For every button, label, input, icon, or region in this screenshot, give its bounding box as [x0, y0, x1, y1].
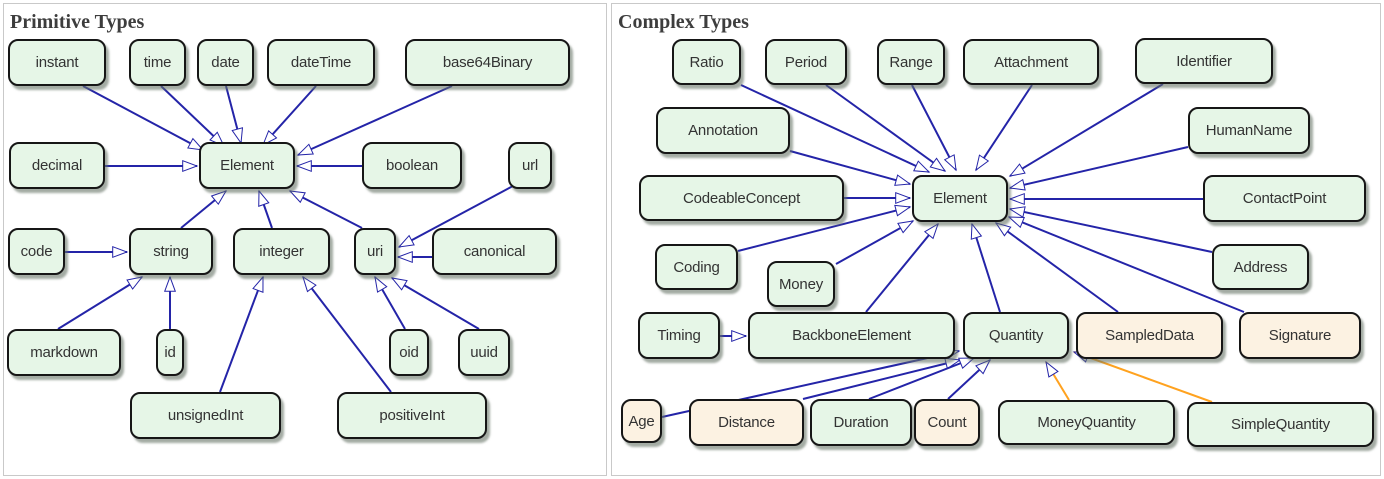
node-unsignedint[interactable]: unsignedInt	[130, 392, 281, 439]
rel-duration-quantity	[868, 357, 976, 400]
rel-quantity-element	[970, 222, 1001, 313]
rel-oid-uri	[374, 275, 406, 330]
rel-annotation-element	[789, 150, 912, 186]
node-canonical[interactable]: canonical	[432, 228, 557, 275]
rel-humanname-element	[1008, 146, 1189, 191]
node-signature[interactable]: Signature	[1239, 312, 1361, 359]
node-ratio[interactable]: Ratio	[672, 39, 741, 85]
node-sampleddata[interactable]: SampledData	[1076, 312, 1223, 359]
node-uuid[interactable]: uuid	[458, 329, 510, 376]
node-instant[interactable]: instant	[8, 39, 106, 86]
node-base64binary[interactable]: base64Binary	[405, 39, 570, 86]
rel-moneyquantity-quantity	[1045, 360, 1070, 401]
node-date[interactable]: date	[197, 39, 254, 86]
node-quantity[interactable]: Quantity	[963, 312, 1069, 359]
rel-coding-element	[737, 204, 912, 252]
rel-address-element	[1008, 206, 1213, 253]
node-age[interactable]: Age	[621, 399, 662, 443]
node-markdown[interactable]: markdown	[7, 329, 121, 376]
rel-signature-element	[1007, 216, 1245, 313]
node-annotation[interactable]: Annotation	[656, 107, 790, 154]
node-decimal[interactable]: decimal	[9, 142, 105, 189]
node-coding[interactable]: Coding	[655, 244, 738, 290]
node-code[interactable]: code	[8, 228, 65, 275]
node-duration[interactable]: Duration	[810, 399, 912, 446]
node-codeableconcept[interactable]: CodeableConcept	[639, 175, 844, 221]
node-time[interactable]: time	[129, 39, 186, 86]
rel-time-element	[160, 85, 226, 147]
node-element-primitive[interactable]: Element	[199, 142, 295, 189]
rel-string-element	[180, 190, 228, 229]
rel-date-element	[225, 85, 244, 145]
rel-simplequantity-quantity	[1072, 351, 1213, 403]
rel-ratio-element	[740, 84, 931, 173]
node-identifier[interactable]: Identifier	[1135, 38, 1273, 84]
node-count[interactable]: Count	[914, 399, 980, 446]
node-id[interactable]: id	[156, 329, 184, 376]
node-boolean[interactable]: boolean	[362, 142, 462, 189]
rel-range-element	[911, 84, 957, 172]
rel-backboneelement-element	[865, 222, 939, 313]
node-oid[interactable]: oid	[389, 329, 429, 376]
node-positiveint[interactable]: positiveInt	[337, 392, 487, 439]
node-money[interactable]: Money	[767, 261, 835, 307]
rel-uuid-uri	[390, 277, 480, 330]
rel-attachment-element	[975, 84, 1033, 172]
node-address[interactable]: Address	[1212, 244, 1309, 290]
node-simplequantity[interactable]: SimpleQuantity	[1187, 402, 1374, 447]
primitive-types-title: Primitive Types	[10, 11, 145, 33]
rel-uri-element	[288, 190, 363, 229]
rel-markdown-string	[57, 276, 144, 330]
node-backboneelement[interactable]: BackboneElement	[748, 312, 955, 359]
node-moneyquantity[interactable]: MoneyQuantity	[998, 400, 1175, 445]
node-distance[interactable]: Distance	[689, 399, 804, 446]
node-datetime[interactable]: dateTime	[267, 39, 375, 86]
rel-instant-element	[82, 85, 205, 151]
node-timing[interactable]: Timing	[638, 312, 720, 359]
rel-identifier-element	[1008, 83, 1164, 177]
node-range[interactable]: Range	[877, 39, 945, 85]
node-humanname[interactable]: HumanName	[1188, 107, 1310, 154]
node-element-complex[interactable]: Element	[912, 175, 1008, 222]
node-contactpoint[interactable]: ContactPoint	[1203, 175, 1366, 222]
complex-types-title: Complex Types	[618, 11, 749, 33]
node-url[interactable]: url	[508, 142, 552, 189]
rel-period-element	[825, 84, 947, 172]
rel-positiveint-integer	[302, 275, 392, 393]
rel-money-element	[835, 220, 915, 265]
rel-count-quantity	[947, 359, 992, 400]
rel-url-uri	[397, 185, 514, 248]
rel-datetime-element	[262, 85, 317, 147]
rel-distance-quantity	[802, 357, 962, 400]
node-period[interactable]: Period	[765, 39, 847, 85]
rel-sampleddata-element	[994, 222, 1119, 313]
node-string[interactable]: string	[129, 228, 213, 275]
rel-unsignedint-integer	[219, 275, 264, 393]
node-attachment[interactable]: Attachment	[963, 39, 1099, 85]
node-integer[interactable]: integer	[233, 228, 330, 275]
node-uri[interactable]: uri	[354, 228, 396, 275]
rel-integer-element	[258, 189, 273, 229]
rel-base64binary-element	[296, 85, 453, 156]
